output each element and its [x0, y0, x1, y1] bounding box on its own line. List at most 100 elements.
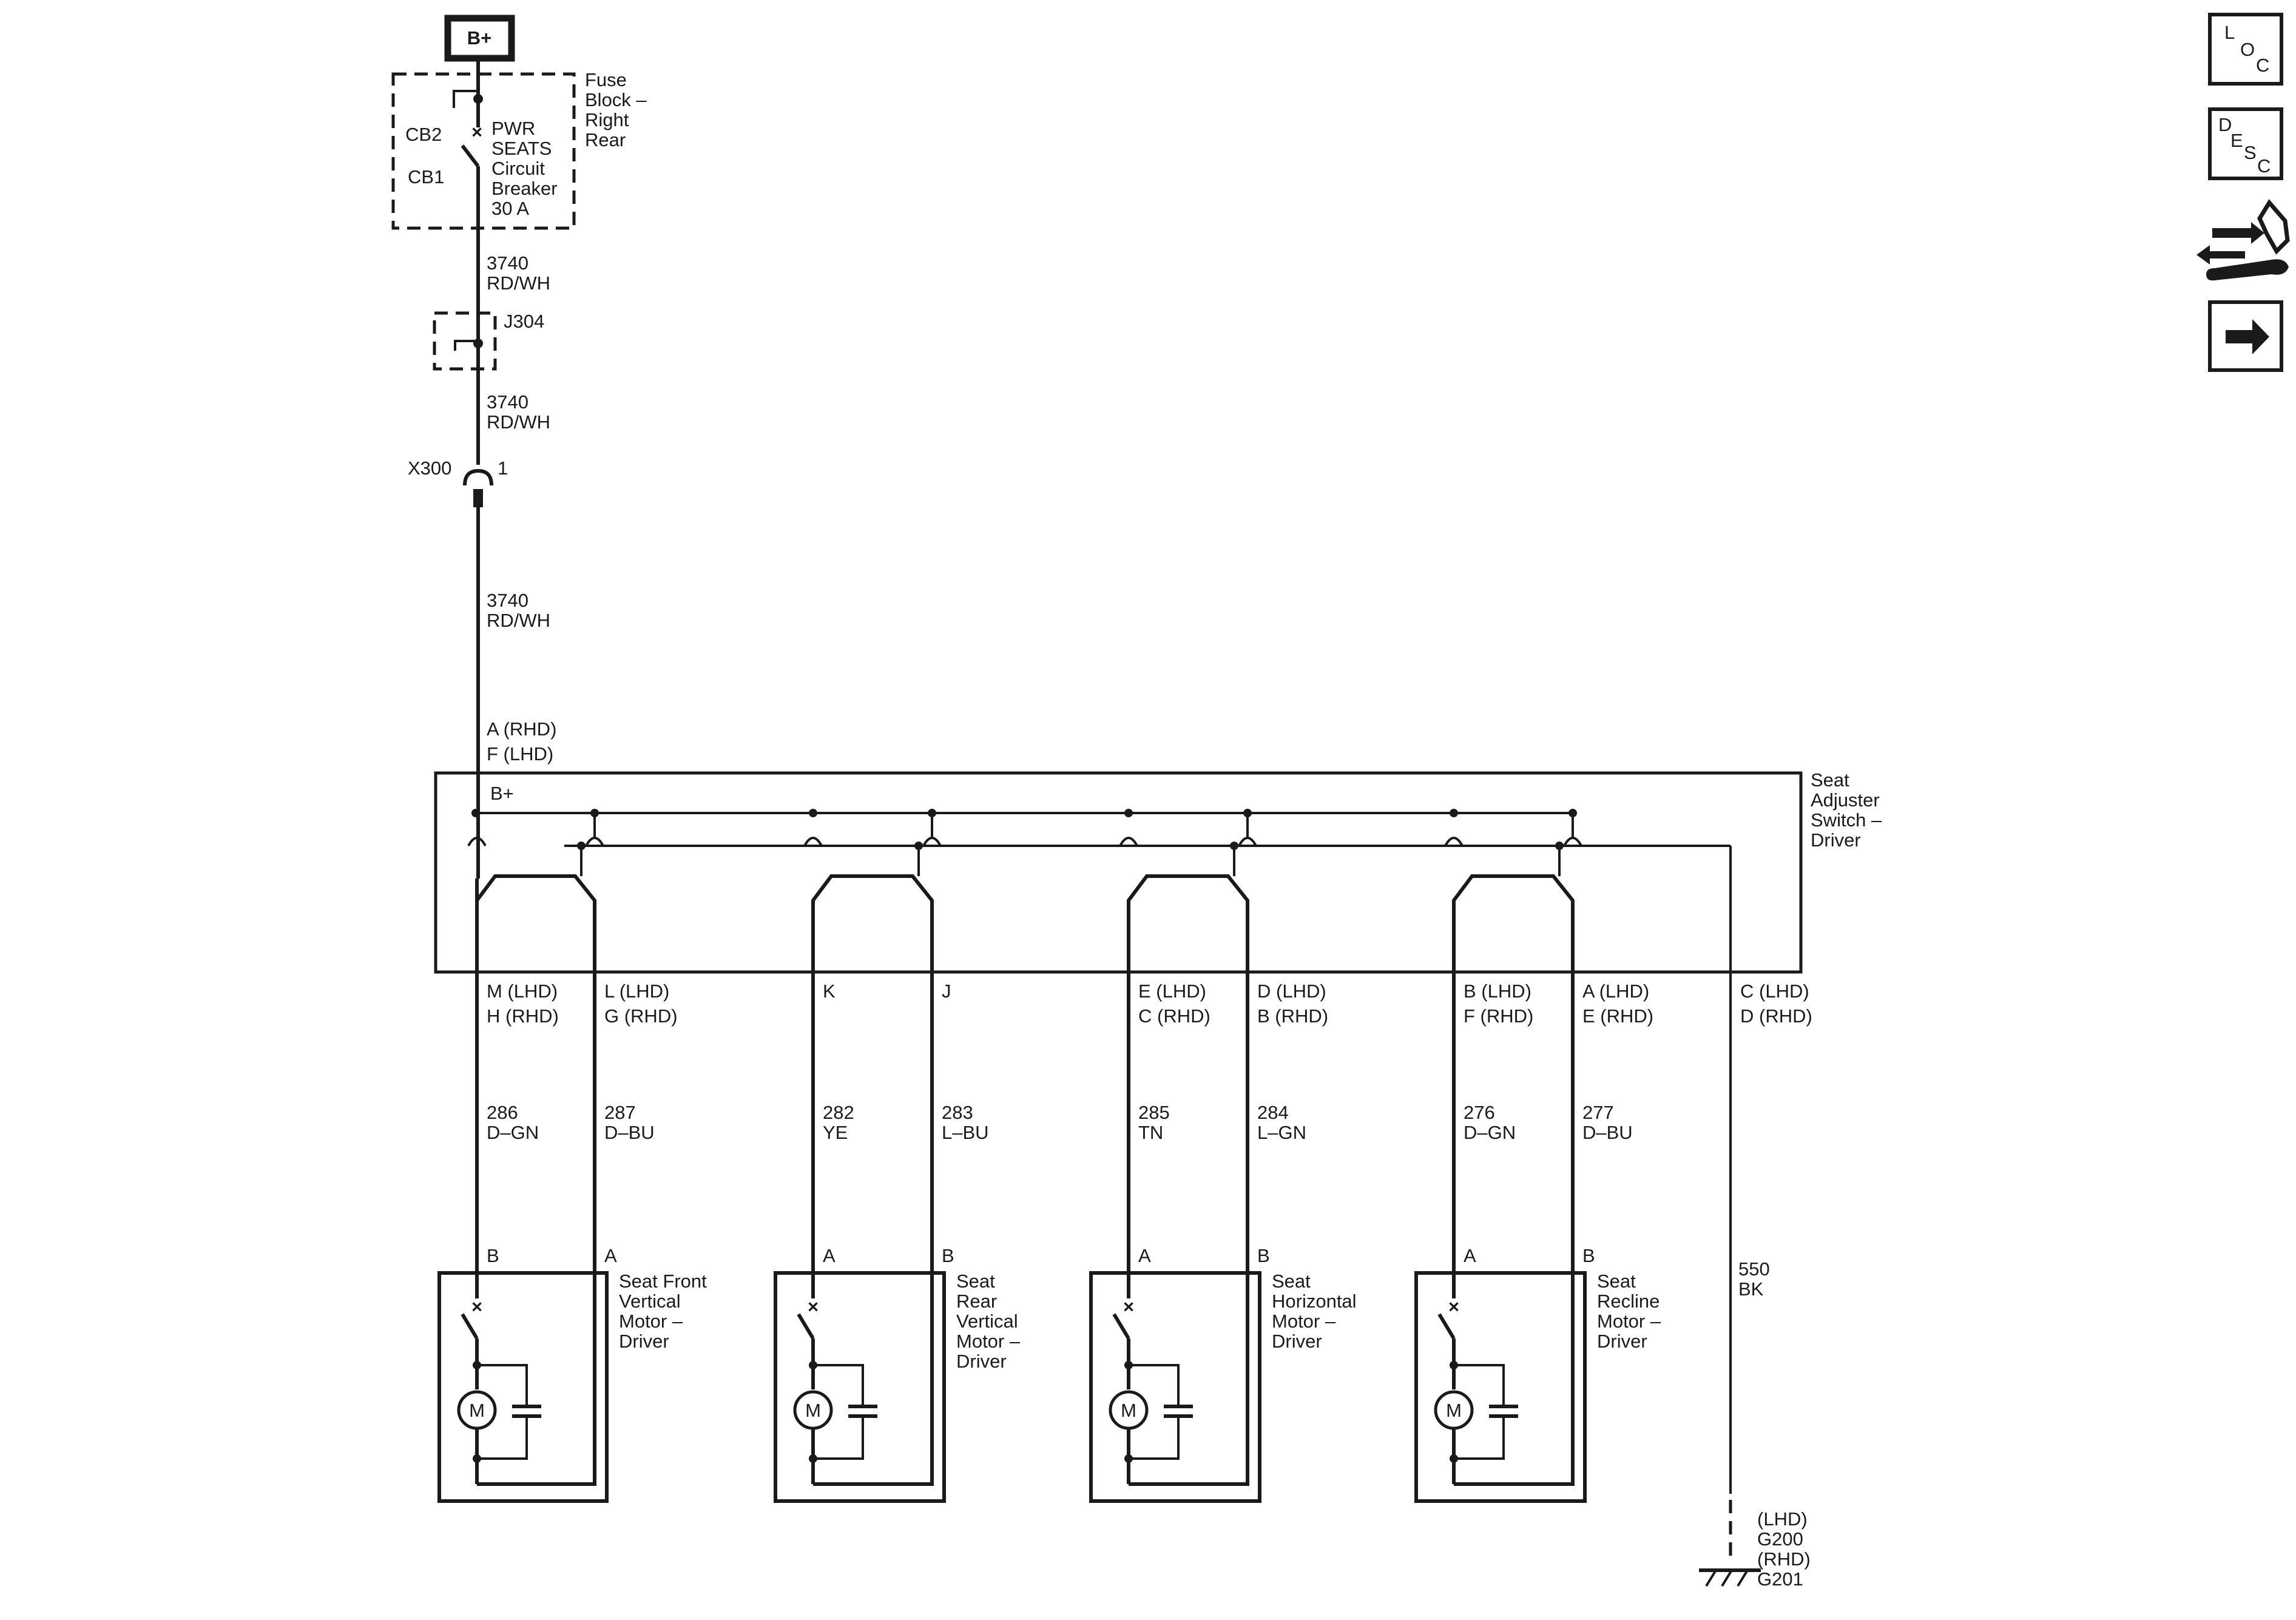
- motor-pin-left: A: [1138, 1245, 1151, 1266]
- wire-color: D–GN: [487, 1122, 539, 1143]
- thermal-switch: [1112, 1313, 1130, 1340]
- motor-symbol-label: M: [805, 1400, 821, 1421]
- ground-wire-color: BK: [1738, 1278, 1764, 1300]
- ground-wire-num: 550: [1738, 1258, 1770, 1280]
- breaker-label-1: PWR: [491, 118, 535, 139]
- x300-connector-male: [473, 489, 483, 507]
- switch-sections: [467, 809, 1582, 971]
- arrow-right-icon: [2226, 319, 2269, 354]
- pin-label: L (LHD): [604, 980, 669, 1002]
- motor-name: Horizontal: [1272, 1291, 1357, 1312]
- wire-color: L–BU: [942, 1122, 989, 1143]
- pin-label: C (RHD): [1138, 1005, 1210, 1027]
- switch-name-2: Adjuster: [1811, 789, 1880, 811]
- ground-label-1: (LHD): [1757, 1508, 1808, 1530]
- motor-pin-left: A: [823, 1245, 836, 1266]
- motor-name: Motor –: [619, 1311, 683, 1332]
- switch-blade: [1127, 874, 1249, 971]
- wire-3740-b-num: 3740: [487, 391, 528, 413]
- pin-label: F (RHD): [1464, 1005, 1533, 1027]
- loc-button[interactable]: L O C: [2208, 13, 2283, 86]
- motor-name: Vertical: [956, 1311, 1018, 1332]
- wire-color: YE: [823, 1122, 848, 1143]
- switch-input-pin-lhd: F (LHD): [487, 743, 553, 764]
- wire-3740-b-color: RD/WH: [487, 411, 550, 433]
- cap-lead: [477, 1417, 528, 1460]
- motor-box: [437, 1271, 609, 1503]
- cap-lead: [813, 1364, 864, 1405]
- thermal-switch: [797, 1313, 815, 1340]
- switch-name-4: Driver: [1811, 829, 1861, 851]
- switch-section-2: [803, 809, 942, 971]
- contact-hook: [585, 837, 604, 846]
- wire-number: 285: [1138, 1102, 1170, 1123]
- contact-hook: [1238, 837, 1257, 846]
- x300-connector-female: [463, 468, 493, 486]
- desc-letter-d: D: [2218, 114, 2232, 135]
- wire-number: 284: [1257, 1102, 1289, 1123]
- wire-color: D–BU: [604, 1122, 655, 1143]
- desc-letter-s: S: [2244, 142, 2257, 163]
- contact-hook: [1444, 837, 1464, 846]
- switch-name-3: Switch –: [1811, 809, 1882, 831]
- splice-j304-label: J304: [504, 311, 544, 332]
- ground-label-4: G201: [1757, 1568, 1803, 1590]
- cap-lead: [477, 1364, 528, 1405]
- wire-3740-a-num: 3740: [487, 252, 528, 274]
- breaker-label-5: 30 A: [491, 198, 529, 219]
- pin-label: B (LHD): [1464, 980, 1531, 1002]
- wire-number: 283: [942, 1102, 973, 1123]
- motor-name: Driver: [619, 1331, 669, 1352]
- breaker-label-4: Breaker: [491, 178, 558, 199]
- switch-section-4: [1444, 809, 1582, 971]
- switch-name-1: Seat: [1811, 769, 1849, 791]
- cap-lead: [1454, 1417, 1505, 1460]
- cap-lead: [1454, 1364, 1505, 1405]
- motor-return: [477, 1273, 596, 1486]
- bplus-tap: [809, 809, 817, 817]
- desc-letter-c: C: [2257, 155, 2271, 177]
- breaker-x-mark: ×: [471, 121, 482, 143]
- motor-pin-right: B: [942, 1245, 954, 1266]
- cb1-label: CB1: [408, 166, 444, 187]
- pin-label: M (LHD): [487, 980, 558, 1002]
- pin-label: E (LHD): [1138, 980, 1206, 1002]
- next-button[interactable]: [2208, 300, 2283, 372]
- splice-j304-outline: [433, 311, 497, 371]
- loc-letter-l: L: [2224, 22, 2235, 43]
- motor-name: Vertical: [619, 1291, 681, 1312]
- motor-symbol-label: M: [1121, 1400, 1136, 1421]
- wire-number: 282: [823, 1102, 854, 1123]
- motor-symbol-label: M: [469, 1400, 485, 1421]
- switch-blade: [475, 874, 596, 971]
- desc-letter-e: E: [2230, 130, 2243, 151]
- thermal-x-mark: ×: [1448, 1296, 1459, 1317]
- contact-hook: [1119, 837, 1138, 846]
- thermal-switch: [1437, 1313, 1456, 1340]
- loc-letter-c: C: [2256, 55, 2269, 76]
- bplus-tap: [1450, 809, 1458, 817]
- pin-label: E (RHD): [1582, 1005, 1653, 1027]
- wire-number: 287: [604, 1102, 636, 1123]
- motor-name: Driver: [1272, 1331, 1322, 1352]
- motor-name: Seat: [956, 1271, 995, 1292]
- wire-3740-c-num: 3740: [487, 590, 528, 611]
- motor-box: [774, 1271, 946, 1503]
- pin-label: H (RHD): [487, 1005, 559, 1027]
- wire-number: 276: [1464, 1102, 1495, 1123]
- wrench-arrows-icon[interactable]: [2196, 199, 2290, 281]
- desc-button[interactable]: D E S C: [2208, 107, 2283, 180]
- motor-name: Driver: [956, 1351, 1007, 1372]
- wire-color: L–GN: [1257, 1122, 1306, 1143]
- thermal-x-mark: ×: [808, 1296, 819, 1317]
- power-label: B+: [467, 27, 492, 49]
- x300-pin: 1: [498, 457, 508, 479]
- motor-return: [1129, 1273, 1249, 1486]
- breaker-label-2: SEATS: [491, 138, 552, 159]
- motor-return: [813, 1273, 934, 1486]
- thermal-x-mark: ×: [471, 1296, 482, 1317]
- motor-pin-right: B: [1582, 1245, 1595, 1266]
